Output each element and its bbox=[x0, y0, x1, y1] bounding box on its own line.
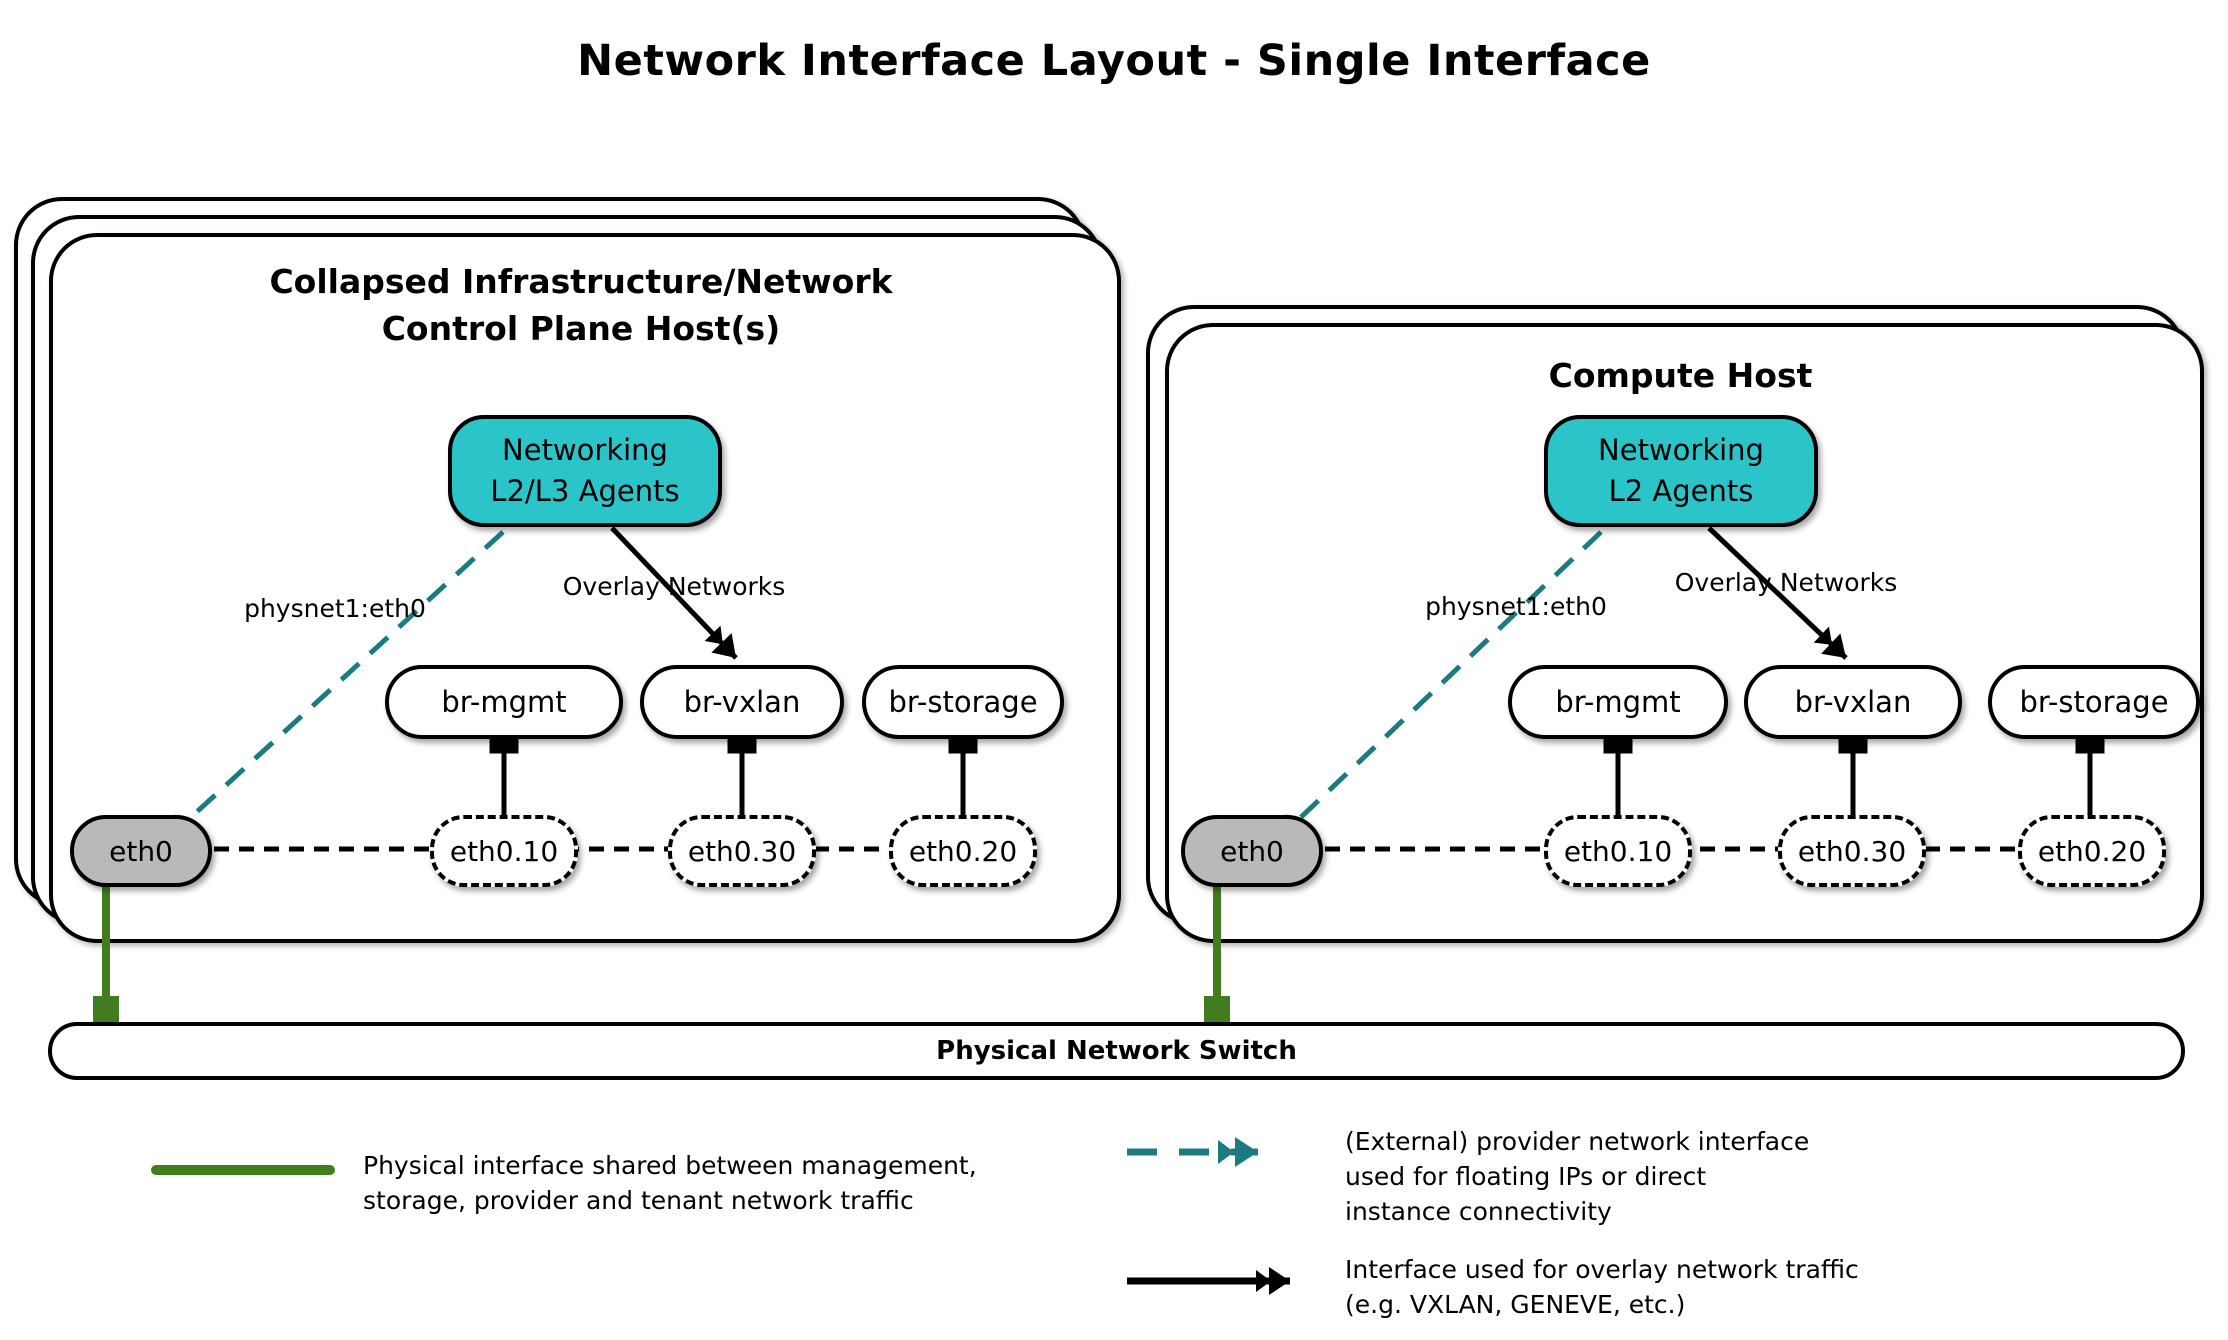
legend-line: Interface used for overlay network traff… bbox=[1345, 1255, 1859, 1284]
h1-subinterface-eth0-20: eth0.20 bbox=[889, 815, 1037, 887]
compute-host-title: Compute Host bbox=[1548, 356, 1813, 395]
agent-label-line: Networking bbox=[502, 433, 668, 467]
agent-label-line: L2 Agents bbox=[1608, 474, 1754, 508]
h2-physical-interface-eth0: eth0 bbox=[1181, 815, 1323, 887]
h2-bridge-connectors bbox=[1603, 724, 2105, 817]
h2-uplink bbox=[1204, 881, 1230, 1024]
h2-bridge-br-mgmt: br-mgmt bbox=[1508, 665, 1728, 739]
h2-overlay-network-arrow bbox=[1707, 526, 1848, 660]
agent-label-line: L2/L3 Agents bbox=[490, 474, 680, 508]
h1-bridge-br-mgmt: br-mgmt bbox=[385, 665, 623, 739]
h2-subinterface-eth0-30: eth0.30 bbox=[1778, 815, 1926, 887]
legend-item-provider-interface: (External) provider network interface us… bbox=[1345, 1124, 1809, 1229]
h2-subinterface-eth0-10: eth0.10 bbox=[1544, 815, 1692, 887]
h2-overlay-arrow-label: Overlay Networks bbox=[1674, 568, 1898, 597]
h1-physical-interface-eth0: eth0 bbox=[70, 815, 212, 887]
legend-item-overlay-interface: Interface used for overlay network traff… bbox=[1345, 1252, 1859, 1322]
legend-line: (e.g. VXLAN, GENEVE, etc.) bbox=[1345, 1290, 1686, 1319]
h2-bridge-br-storage: br-storage bbox=[1988, 665, 2200, 739]
compute-networking-agents-node: Networking L2 Agents bbox=[1544, 415, 1818, 527]
physical-network-switch: Physical Network Switch bbox=[48, 1022, 2185, 1080]
h2-bridge-br-vxlan: br-vxlan bbox=[1744, 665, 1962, 739]
h1-subinterface-eth0-30: eth0.30 bbox=[668, 815, 816, 887]
h1-subinterface-eth0-10: eth0.10 bbox=[430, 815, 578, 887]
h1-bridge-br-vxlan: br-vxlan bbox=[640, 665, 844, 739]
legend-item-physical-interface: Physical interface shared between manage… bbox=[363, 1148, 977, 1218]
h1-overlay-arrow-label: Overlay Networks bbox=[562, 572, 786, 601]
control-plane-networking-agents-node: Networking L2/L3 Agents bbox=[448, 415, 722, 527]
legend-line: Physical interface shared between manage… bbox=[363, 1151, 977, 1180]
host-title-line: Control Plane Host(s) bbox=[381, 309, 781, 348]
h2-provider-arrow-label: physnet1:eth0 bbox=[1425, 592, 1607, 621]
legend-line: used for floating IPs or direct bbox=[1345, 1162, 1707, 1191]
h1-uplink bbox=[93, 881, 119, 1024]
legend-line: instance connectivity bbox=[1345, 1197, 1612, 1226]
legend-line: storage, provider and tenant network tra… bbox=[363, 1186, 914, 1215]
h1-bridge-connectors bbox=[489, 724, 978, 817]
h1-overlay-network-arrow bbox=[610, 526, 738, 660]
host-title-line: Collapsed Infrastructure/Network bbox=[269, 262, 893, 301]
h2-subinterface-eth0-20: eth0.20 bbox=[2018, 815, 2166, 887]
h2-provider-network-arrow bbox=[1274, 530, 1603, 843]
h1-provider-arrow-label: physnet1:eth0 bbox=[244, 594, 426, 623]
h1-bridge-br-storage: br-storage bbox=[862, 665, 1064, 739]
h2-uplink-plug bbox=[1204, 996, 1230, 1024]
legend-line: (External) provider network interface bbox=[1345, 1127, 1810, 1156]
control-plane-host-title: Collapsed Infrastructure/Network Control… bbox=[49, 258, 1113, 352]
h1-uplink-plug bbox=[93, 996, 119, 1024]
agent-label-line: Networking bbox=[1598, 433, 1764, 467]
page-title: Network Interface Layout - Single Interf… bbox=[577, 36, 1651, 86]
